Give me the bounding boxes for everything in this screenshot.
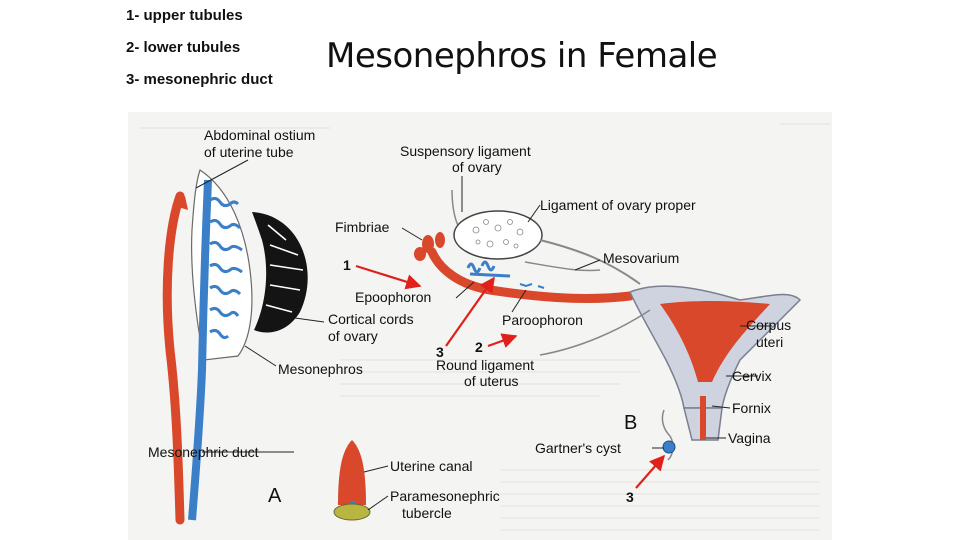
label-paramesonephric-tubercle-2: tubercle (402, 505, 452, 521)
gartners-cyst (662, 440, 676, 454)
label-corpus-uteri-1: Corpus (746, 317, 791, 333)
label-suspensory-ligament-1: Suspensory ligament (400, 143, 531, 159)
marker-3-right: 3 (626, 489, 634, 505)
label-paramesonephric-tubercle-1: Paramesonephric (390, 488, 500, 504)
label-round-ligament-2: of uterus (464, 373, 518, 389)
label-fimbriae: Fimbriae (335, 219, 390, 235)
label-fornix: Fornix (732, 400, 771, 416)
paramesonephric-tubercle (333, 503, 371, 521)
label-cortical-cords-2: of ovary (328, 328, 378, 344)
uterine-canal (338, 440, 366, 505)
label-cervix: Cervix (732, 368, 772, 384)
label-ligament-of-ovary-proper: Ligament of ovary proper (540, 197, 696, 213)
arrow-3-mesonephric-duct (445, 276, 495, 347)
label-abdominal-ostium-1: Abdominal ostium (204, 127, 315, 143)
panel-a-leader-lines (195, 159, 389, 511)
epoophoron-tubules (466, 260, 511, 278)
cortical-cord-lines (265, 224, 304, 313)
ovary-cortical-cords (252, 212, 308, 333)
panel-a-letter: A (268, 485, 282, 507)
label-mesonephros: Mesonephros (278, 361, 363, 377)
label-epoophoron: Epoophoron (355, 289, 431, 305)
label-vagina: Vagina (728, 430, 771, 446)
round-ligament (539, 309, 651, 356)
ovary (453, 210, 543, 260)
arrow-2-lower-tubules (487, 333, 518, 348)
paramesonephric-duct (162, 191, 185, 525)
legend-item-upper-tubules: 1- upper tubules (126, 7, 243, 24)
abdominal-ostium (172, 196, 188, 210)
label-paroophoron: Paroophoron (502, 312, 583, 328)
uterine-cavity (660, 301, 770, 382)
fimbriae (414, 232, 445, 261)
label-mesonephric-duct: Mesonephric duct (148, 444, 259, 460)
arrow-1-upper-tubules (355, 264, 422, 290)
label-uterine-canal: Uterine canal (390, 458, 473, 474)
fornix-wall (661, 409, 674, 461)
ligament-of-ovary-proper (539, 239, 641, 285)
label-round-ligament-1: Round ligament (436, 357, 534, 373)
mesonephric-duct (188, 179, 212, 521)
ovary-follicles (472, 219, 524, 249)
mesovarium (524, 261, 601, 272)
label-suspensory-ligament-2: of ovary (452, 159, 502, 175)
mesonephric-tubules (209, 196, 243, 340)
arrow-3-gartners-cyst (635, 454, 666, 489)
panel-b-letter: B (624, 412, 637, 434)
label-corpus-uteri-2: uteri (756, 334, 783, 350)
paroophoron-tubules (519, 283, 545, 289)
label-abdominal-ostium-2: of uterine tube (204, 144, 294, 160)
legend-item-mesonephric-duct: 3- mesonephric duct (126, 71, 273, 88)
label-mesovarium: Mesovarium (603, 250, 679, 266)
panel-b-leader-lines (401, 176, 772, 449)
annotation-arrows (355, 264, 666, 489)
legend-item-lower-tubules: 2- lower tubules (126, 39, 241, 56)
marker-3-left: 3 (436, 344, 444, 360)
marker-2: 2 (475, 339, 483, 355)
slide-title: Mesonephros in Female (326, 36, 718, 76)
label-cortical-cords-1: Cortical cords (328, 311, 414, 327)
marker-1: 1 (343, 257, 351, 273)
label-gartners-cyst: Gartner's cyst (535, 440, 621, 456)
uterine-tube (427, 247, 635, 303)
